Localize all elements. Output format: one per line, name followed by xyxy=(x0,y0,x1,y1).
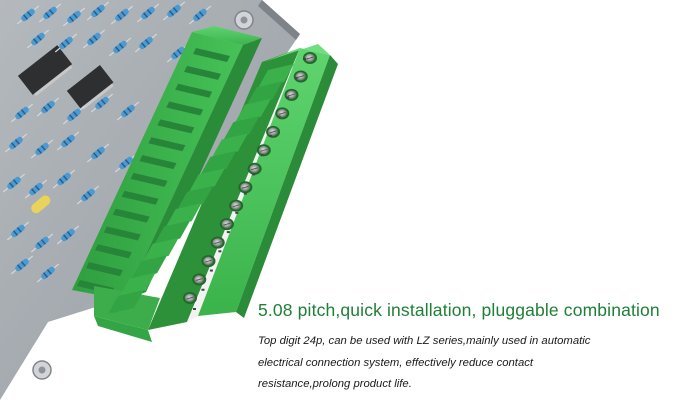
label-mark xyxy=(277,115,281,118)
resistor xyxy=(116,101,140,121)
terminal-screw xyxy=(266,125,281,138)
resistor xyxy=(110,5,134,25)
terminal-screw xyxy=(219,218,234,231)
terminal-screw xyxy=(256,144,271,157)
resistor-array xyxy=(2,1,212,283)
label-mark xyxy=(226,231,230,234)
ic-chip xyxy=(17,45,73,96)
header-slot xyxy=(121,190,159,205)
resistor xyxy=(10,255,34,275)
resistor xyxy=(134,33,158,53)
resistor xyxy=(114,153,138,173)
terminal-screw xyxy=(303,52,317,64)
resistor xyxy=(30,233,54,253)
description-line: resistance,prolong product life. xyxy=(258,378,412,390)
terminal-block xyxy=(188,168,225,193)
resistor xyxy=(162,1,186,21)
terminal-block xyxy=(165,203,202,228)
description-line: electrical connection system, effectivel… xyxy=(258,356,534,369)
terminal-screw xyxy=(247,162,262,175)
terminal-block xyxy=(131,255,168,280)
label-mark xyxy=(243,192,247,195)
resistor xyxy=(62,105,86,125)
terminal-screw xyxy=(293,70,308,83)
label-mark xyxy=(218,250,222,253)
resistor xyxy=(36,97,60,117)
label-mark xyxy=(235,211,239,214)
terminal-screw xyxy=(201,255,216,268)
terminal-block xyxy=(154,220,191,245)
resistor xyxy=(16,5,40,25)
description-line: Top digit 24p, can be used with LZ serie… xyxy=(258,335,591,347)
header-slot xyxy=(166,101,204,116)
resistor xyxy=(62,7,86,27)
pcb-header-connector xyxy=(72,26,262,300)
resistor xyxy=(56,225,80,245)
resistor xyxy=(10,103,34,123)
resistor xyxy=(136,3,160,23)
header-slot xyxy=(148,137,186,152)
header-slot xyxy=(139,155,177,170)
terminal-screw xyxy=(238,181,253,194)
header-slot xyxy=(94,244,132,259)
resistor xyxy=(36,263,60,283)
label-mark xyxy=(260,154,264,157)
label-mark xyxy=(201,288,205,291)
resistor xyxy=(86,1,110,21)
header-slot xyxy=(130,172,168,187)
resistor xyxy=(82,29,106,49)
terminal-screw xyxy=(275,107,290,120)
terminal-block xyxy=(258,64,294,88)
terminal-screw xyxy=(284,88,299,101)
resistor xyxy=(86,143,110,163)
label-mark xyxy=(252,173,256,176)
label-mark xyxy=(303,58,306,60)
terminal-block xyxy=(108,290,144,314)
resistor xyxy=(30,139,54,159)
resistor xyxy=(52,169,76,189)
label-mark xyxy=(209,269,213,272)
resistor xyxy=(6,221,30,241)
resistor xyxy=(26,29,50,49)
terminal-block xyxy=(119,272,156,297)
resistor xyxy=(4,133,28,153)
terminal-block xyxy=(142,237,179,262)
terminal-block xyxy=(177,185,214,210)
header-slot xyxy=(85,262,123,277)
capacitor xyxy=(31,195,51,214)
product-description: Top digit 24p, can be used with LZ serie… xyxy=(258,331,678,396)
header-slot xyxy=(112,208,150,223)
plug-connector xyxy=(94,44,338,342)
terminal-block xyxy=(211,133,248,158)
resistor xyxy=(90,93,114,113)
terminal-screw xyxy=(210,236,225,249)
label-mark xyxy=(294,77,298,80)
resistor xyxy=(56,131,80,151)
label-mark xyxy=(193,308,196,310)
ic-chip xyxy=(66,64,114,110)
header-slot xyxy=(184,65,222,80)
header-slot xyxy=(157,119,195,134)
terminal-block xyxy=(223,116,260,141)
headline: 5.08 pitch,quick installation, pluggable… xyxy=(258,300,660,320)
header-slot xyxy=(193,48,230,62)
header-slot xyxy=(175,83,213,98)
resistor xyxy=(188,5,212,25)
header-slot xyxy=(103,226,141,241)
resistor xyxy=(108,37,132,57)
terminal-screw xyxy=(229,199,244,212)
resistor xyxy=(2,173,26,193)
resistor xyxy=(38,3,62,23)
terminal-block xyxy=(200,150,237,175)
label-mark xyxy=(269,134,273,137)
terminal-screw xyxy=(183,292,197,304)
terminal-screw xyxy=(192,273,207,286)
label-mark xyxy=(286,96,290,99)
resistor xyxy=(54,33,78,53)
resistor xyxy=(76,185,100,205)
terminal-block xyxy=(246,81,283,106)
terminal-block xyxy=(234,98,271,123)
resistor xyxy=(24,179,48,199)
